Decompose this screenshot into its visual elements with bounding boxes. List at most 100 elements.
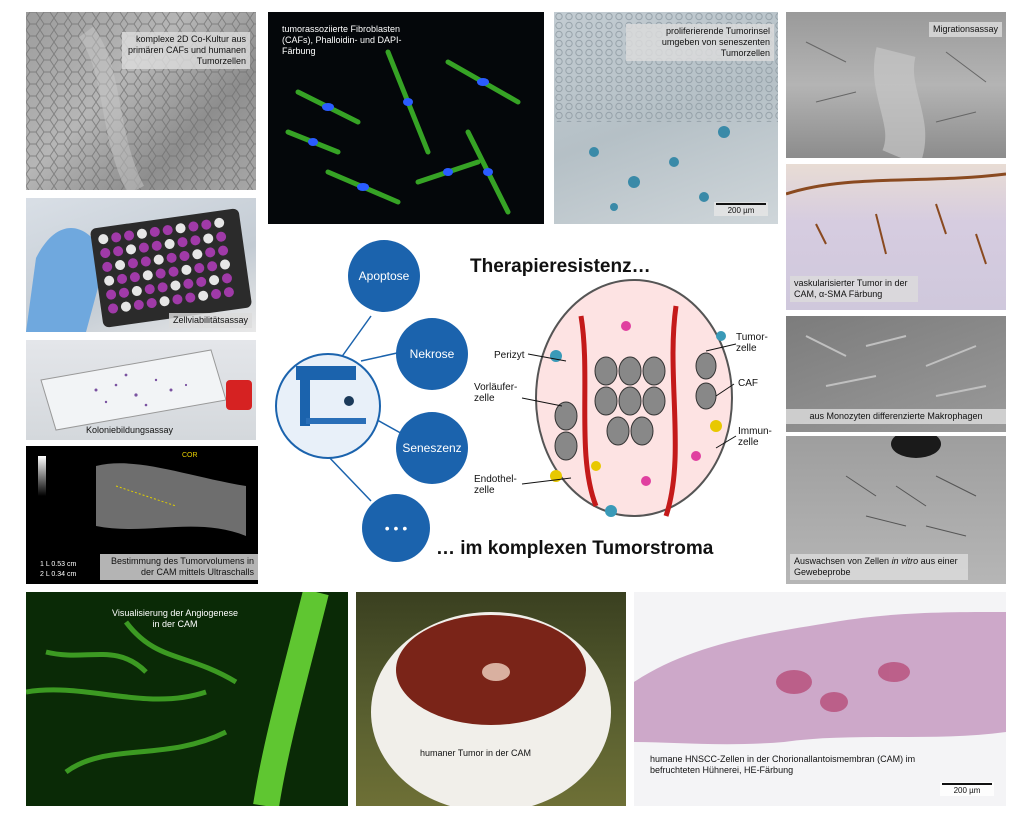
apoptose-circle: Apoptose [348,240,420,312]
plate-well [185,292,196,303]
outgrowth-image [845,436,977,537]
plate-well [205,247,216,258]
plate-well [166,252,177,263]
macrophage-image [805,335,987,397]
label-caf: CAF [738,378,758,389]
proliferating-scalebar: 200 µm [714,202,768,216]
colony-caption: Koloniebildungsassay [86,425,174,435]
vascularized-caption: vaskularisierter Tumor in der CAM, α-SMA… [790,276,918,302]
plate-well [157,282,168,293]
ultrasound-tile: COR 1 L 0.53 cm 2 L 0.34 cm Bestimmung d… [26,446,258,584]
angiogenesis-tile: Visualisierung der Angiogenese in der CA… [26,592,348,806]
plate-well [100,248,111,259]
more-circle: • • • [362,494,430,562]
ultrasound-m2: 2 L 0.34 cm [40,571,77,578]
plate-well [111,232,122,243]
plate-well [113,246,124,257]
plate-well [153,254,164,265]
plate-well [201,219,212,230]
plate-well [196,276,207,287]
plate-well [104,275,115,286]
plate-well [115,260,126,271]
plate-well [172,294,183,305]
plate-well [142,270,153,281]
plate-well [198,290,209,301]
plate-well [102,261,113,272]
fibroblasts-tile: tumorassoziierte Fibroblasten (CAFs), Ph… [268,12,544,224]
label-perizyt: Perizyt [494,350,525,361]
plate-well [120,301,131,312]
title-top: Therapieresistenz… [470,256,651,277]
plate-well [220,259,231,270]
plate-well [188,221,199,232]
plate-well [138,242,149,253]
ultrasound-caption: Bestimmung des Tumorvolumens in der CAM … [100,554,258,580]
plate-well [146,298,157,309]
migration-image [805,41,987,158]
coculture-tile: komplexe 2D Co-Kultur aus primären CAFs … [26,12,256,190]
plate-well [133,299,144,310]
ultrasound-m1: 1 L 0.53 cm [40,561,77,568]
label-tumorzelle: Tumor- zelle [736,332,768,354]
plate-well [209,275,220,286]
viability-tile: Zellviabilitätsassay [26,198,256,332]
seneszenz-circle: Seneszenz [396,412,468,484]
outgrowth-text-em: in vitro [891,556,919,566]
egg-image [371,612,611,806]
outgrowth-text-post: aus einer Gewebeprobe [794,556,958,577]
fibroblasts-caption: tumorassoziierte Fibroblasten (CAFs), Ph… [282,24,402,56]
plate-well [192,249,203,260]
vascularized-tile: vaskularisierter Tumor in der CAM, α-SMA… [786,164,1006,310]
proliferating-scale-label: 200 µm [727,206,755,215]
plate-well [126,244,137,255]
plate-well [106,289,117,300]
he-histology-image [634,612,1006,745]
tumor-cam-tile: humaner Tumor in der CAM [356,592,626,806]
label-vorlaeufer: Vorläufer- zelle [474,382,518,404]
infographic-connectors [275,279,737,517]
tumor-stroma-illustration [535,279,733,517]
nekrose-circle: Nekrose [396,318,468,390]
plate-well [168,266,179,277]
plate-well [175,223,186,234]
label-immunzelle: Immun- zelle [738,426,772,448]
plate-well [203,233,214,244]
hnscc-scalebar: 200 µm [940,782,994,796]
plate-illustration [26,208,252,332]
plate-well [211,288,222,299]
plate-well [117,273,128,284]
outgrowth-tile: Auswachsen von Zellen in vitro aus einer… [786,436,1006,584]
plate-well [177,237,188,248]
hnscc-caption: humane HNSCC-Zellen in der Chorionallant… [650,754,916,775]
plate-well [149,226,160,237]
plate-well [218,245,229,256]
plate-well [98,234,109,245]
plate-well [194,263,205,274]
plate-well [221,273,232,284]
plate-well [140,256,151,267]
plate-well [151,240,162,251]
plate-well [124,230,135,241]
plate-well [129,272,140,283]
fluorescence-image [285,49,521,215]
ultrasound-scan [96,463,246,536]
viability-caption: Zellviabilitätsassay [168,313,252,328]
center-infographic: Apoptose Nekrose Seneszenz • • • Therapi… [266,226,778,586]
plate-well [108,303,119,314]
vascular-image [786,172,1006,265]
plate-well [118,287,129,298]
plate-well [159,296,170,307]
flask-illustration [40,349,252,431]
plate-well [144,284,155,295]
colony-tile: Koloniebildungsassay [26,340,256,440]
macrophages-caption: aus Monozyten differenzierte Makrophagen [786,409,1006,424]
title-bottom: … im komplexen Tumorstroma [436,538,714,559]
hnscc-scale-label: 200 µm [953,786,981,795]
ultrasound-cor: COR [182,452,198,459]
angiogenesis-caption: Visualisierung der Angiogenese in der CA… [112,608,238,629]
macrophages-tile: aus Monozyten differenzierte Makrophagen [786,316,1006,432]
label-endothel: Endothel- zelle [474,474,517,496]
plate-well [214,217,225,228]
plate-well [190,235,201,246]
angiogenesis-image [26,592,329,806]
